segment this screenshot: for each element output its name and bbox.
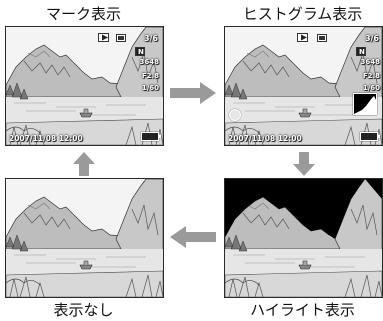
- arrow-down-icon: [293, 152, 315, 176]
- shutter-value: 1/60: [141, 84, 159, 92]
- arrow-right-icon: [170, 82, 216, 104]
- smile-icon: [229, 109, 241, 121]
- frame-counter: 3/6: [364, 34, 379, 43]
- scene-image: [6, 179, 163, 297]
- caption-no-display: 表示なし: [53, 301, 114, 319]
- battery-icon: [141, 132, 161, 141]
- frame-counter: 3/6: [143, 34, 158, 43]
- image-size: 3648: [139, 58, 159, 66]
- quality-badge: N: [135, 47, 145, 56]
- caption-highlight-display: ハイライト表示: [250, 301, 355, 319]
- arrow-left-icon: [170, 226, 216, 248]
- date-time: 2007/11/08 12:00: [228, 133, 302, 143]
- quality-text: N: [138, 48, 144, 56]
- panel-histogram-display: 3/6 N 3648 F2.8 1/60 2007/11/08 12:00: [224, 26, 383, 146]
- play-mode-icon: [297, 33, 308, 42]
- date-time: 2007/11/08 12:00: [9, 133, 83, 143]
- highlight-overlay: [225, 179, 382, 239]
- arrow-up-icon: [73, 152, 95, 176]
- caption-mark-display: マーク表示: [45, 5, 121, 23]
- histogram-graph: [353, 93, 377, 115]
- quality-text: N: [359, 48, 365, 56]
- quality-badge: N: [356, 47, 366, 56]
- panel-no-display: [5, 178, 164, 298]
- image-size: 3648: [360, 58, 380, 66]
- play-mode-icon: [98, 33, 109, 42]
- scene-image: [6, 27, 163, 145]
- scene-image: [225, 27, 382, 145]
- aperture-value: F2.8: [141, 72, 159, 80]
- panel-mark-display: 3/6 N 3648 F2.8 1/60 2007/11/08 12:00: [5, 26, 164, 146]
- aperture-value: F2.8: [362, 72, 380, 80]
- battery-icon: [360, 132, 380, 141]
- sd-card-icon: [116, 34, 126, 42]
- panel-highlight-display: [224, 178, 383, 298]
- caption-histogram-display: ヒストグラム表示: [242, 5, 363, 23]
- sd-card-icon: [317, 34, 327, 42]
- shutter-value: 1/60: [362, 84, 380, 92]
